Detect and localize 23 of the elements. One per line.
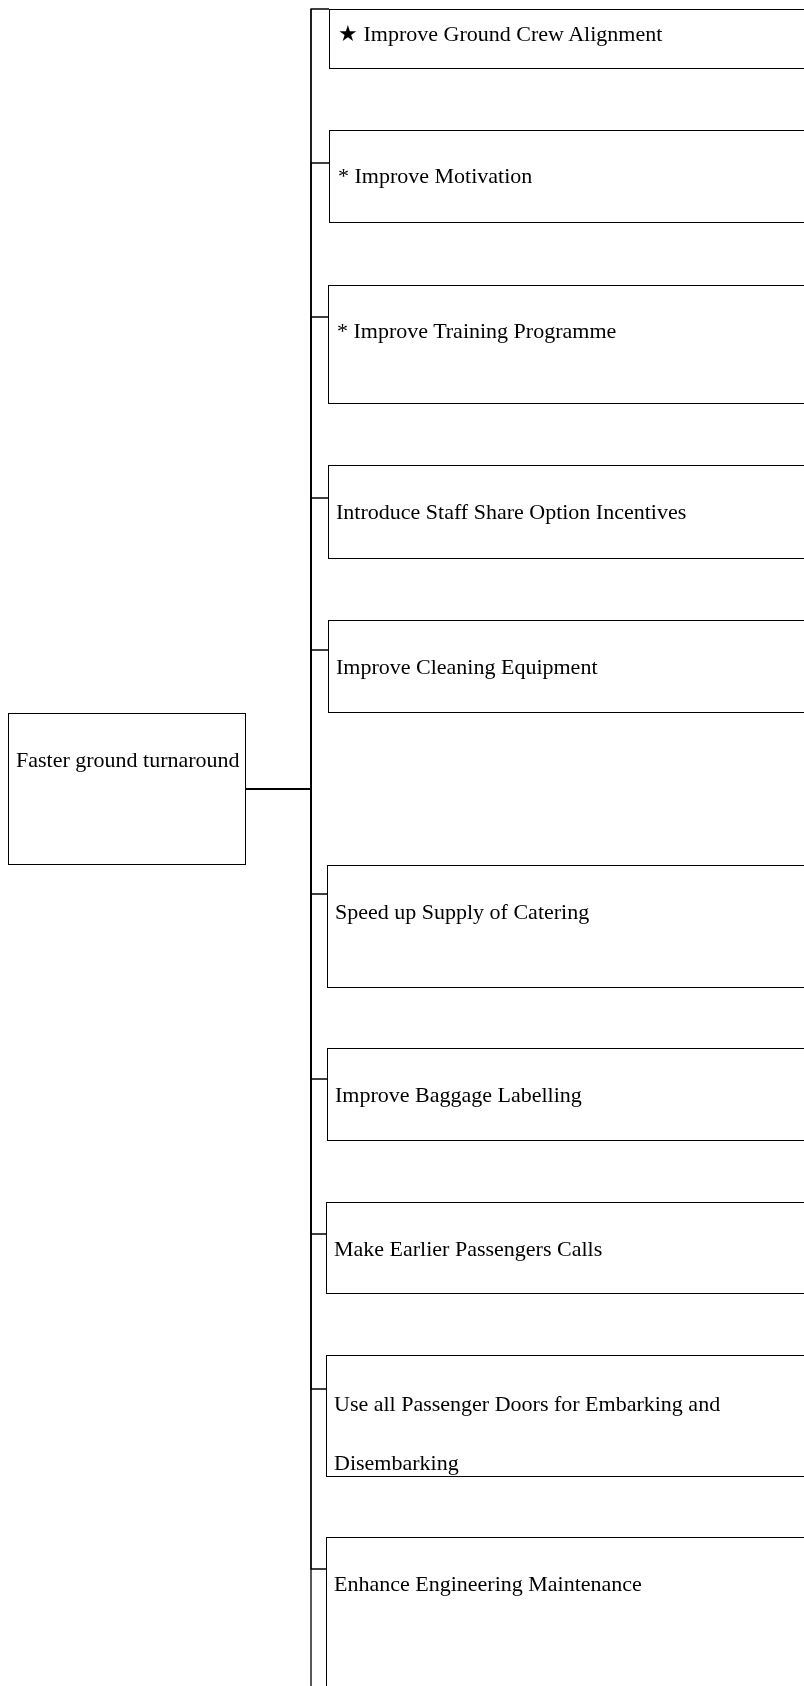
node-text: Make Earlier Passengers Calls bbox=[334, 1237, 604, 1261]
branch-box bbox=[329, 130, 804, 223]
node-text: * Improve Motivation bbox=[338, 164, 534, 188]
branch-box bbox=[326, 1355, 804, 1477]
node-text: Speed up Supply of Catering bbox=[335, 900, 591, 924]
branch-box bbox=[329, 9, 804, 69]
branch-box bbox=[327, 865, 804, 988]
node-text: Improve Cleaning Equipment bbox=[336, 655, 599, 679]
node-text: Use all Passenger Doors for Embarking and Disembarking bbox=[334, 1390, 722, 1477]
node-text: Improve Baggage Labelling bbox=[335, 1083, 583, 1107]
branch-box bbox=[326, 1537, 804, 1686]
node-text: Enhance Engineering Maintenance bbox=[334, 1572, 643, 1596]
node-text: * Improve Training Programme bbox=[337, 319, 618, 343]
node-text: Introduce Staff Share Option Incentives bbox=[336, 500, 688, 524]
branch-box bbox=[328, 465, 804, 559]
node-text: Faster ground turnaround bbox=[16, 746, 241, 774]
branch-box bbox=[327, 1048, 804, 1141]
branch-box bbox=[328, 285, 804, 404]
branch-box bbox=[326, 1202, 804, 1294]
branch-box bbox=[328, 620, 804, 713]
node-text: ★ Improve Ground Crew Alignment bbox=[338, 22, 664, 46]
connector-line bbox=[245, 788, 327, 1570]
root-box bbox=[8, 713, 246, 865]
